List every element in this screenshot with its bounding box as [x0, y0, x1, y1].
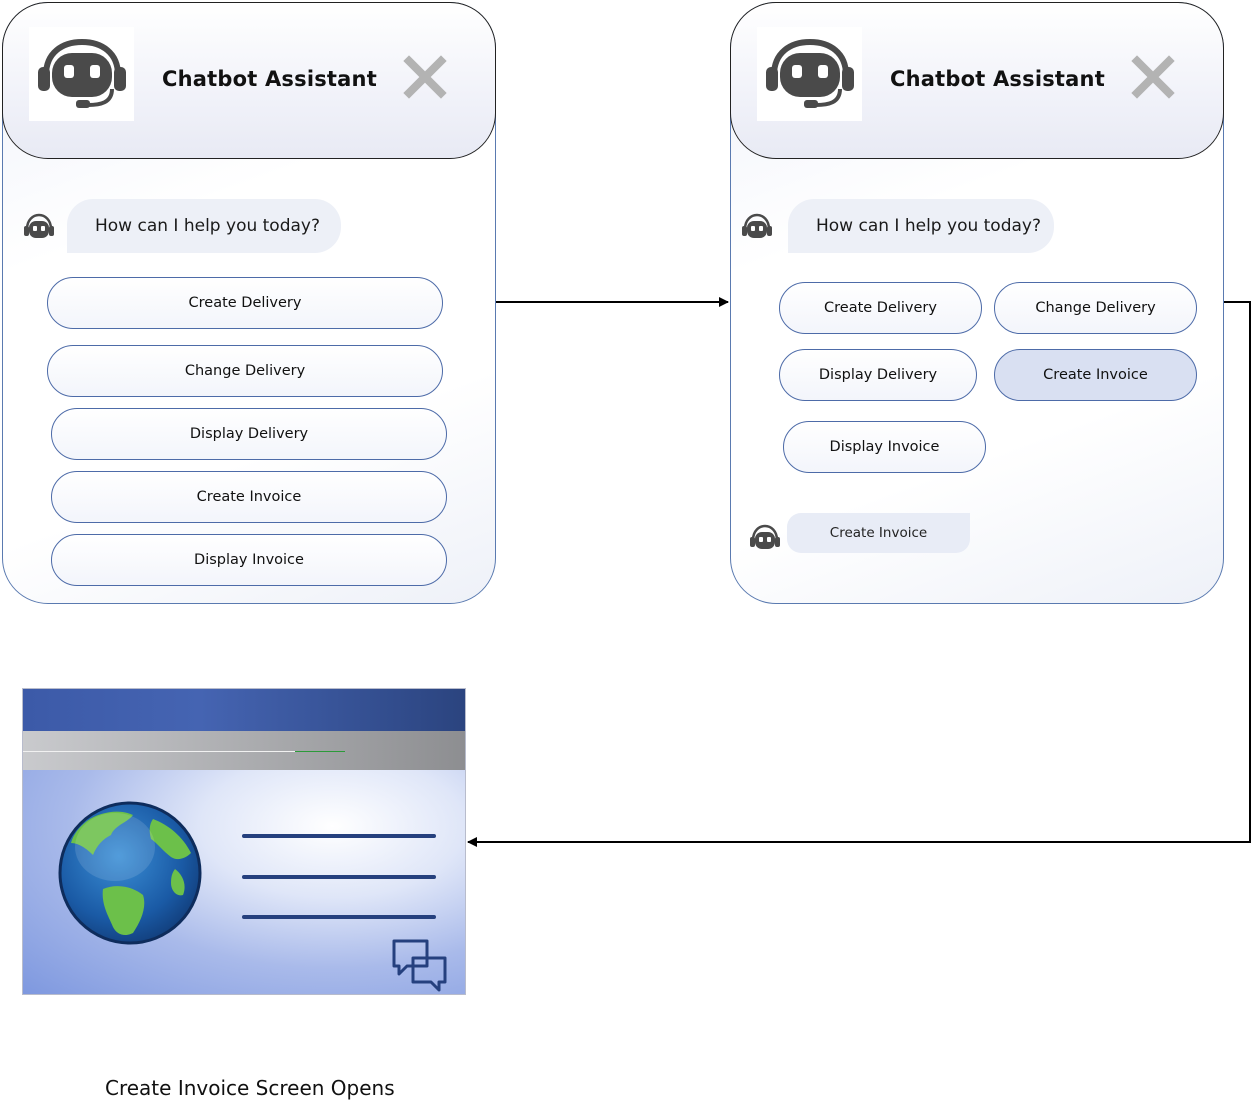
chatbot-title: Chatbot Assistant	[162, 67, 377, 91]
chatbot-panel-selection: Chatbot Assistant How can I help you tod…	[730, 2, 1224, 604]
chatbot-header: Chatbot Assistant	[730, 2, 1224, 159]
user-message-bubble: Create Invoice	[787, 513, 970, 553]
change-delivery-button[interactable]: Change Delivery	[47, 345, 443, 397]
create-delivery-button[interactable]: Create Delivery	[47, 277, 443, 329]
content-line	[242, 834, 436, 838]
chat-bubbles-icon	[392, 939, 447, 992]
globe-icon	[58, 801, 202, 945]
bot-greeting-bubble: How can I help you today?	[67, 199, 341, 253]
bot-greeting-bubble: How can I help you today?	[788, 199, 1054, 253]
content-line	[242, 915, 436, 919]
change-delivery-button[interactable]: Change Delivery	[994, 282, 1197, 334]
bot-avatar-icon	[742, 213, 772, 238]
create-invoice-screen	[22, 688, 466, 995]
chatbot-header: Chatbot Assistant	[2, 2, 496, 159]
content-line	[242, 875, 436, 879]
create-invoice-button[interactable]: Create Invoice	[51, 471, 447, 523]
robot-headset-icon	[765, 39, 854, 108]
create-invoice-button-selected[interactable]: Create Invoice	[994, 349, 1197, 401]
bot-avatar-icon	[24, 213, 54, 238]
close-icon[interactable]	[1131, 55, 1175, 99]
robot-headset-icon	[37, 39, 126, 108]
screen-title-bar	[23, 689, 465, 731]
bot-avatar-icon	[750, 524, 780, 549]
arrow-right-to-screen	[467, 301, 1251, 847]
display-invoice-button[interactable]: Display Invoice	[783, 421, 986, 473]
display-delivery-button[interactable]: Display Delivery	[51, 408, 447, 460]
screen-caption: Create Invoice Screen Opens	[105, 1076, 395, 1100]
chatbot-avatar	[757, 27, 862, 121]
create-delivery-button[interactable]: Create Delivery	[779, 282, 982, 334]
chatbot-avatar	[29, 27, 134, 121]
close-icon[interactable]	[403, 55, 447, 99]
chatbot-panel-initial: Chatbot Assistant How can I help you tod…	[2, 2, 496, 604]
chatbot-title: Chatbot Assistant	[890, 67, 1105, 91]
display-delivery-button[interactable]: Display Delivery	[779, 349, 977, 401]
screen-toolbar	[23, 731, 465, 770]
display-invoice-button[interactable]: Display Invoice	[51, 534, 447, 586]
